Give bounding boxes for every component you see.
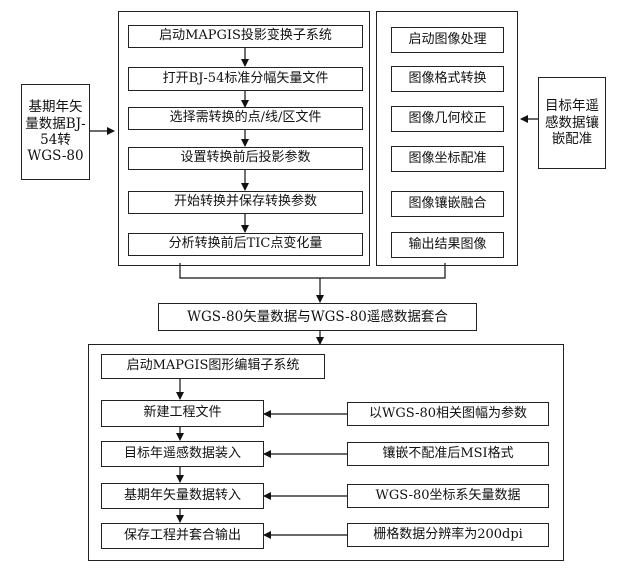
bottom-step-1: 启动MAPGIS图形编辑子系统	[101, 354, 325, 379]
bottom-step-5: 保存工程并套合输出	[101, 523, 264, 549]
right-process-frame	[376, 11, 518, 266]
bottom-step-3: 目标年遥感数据装入	[101, 441, 264, 467]
bottom-param-2: 镶嵌不配准后MSI格式	[347, 442, 549, 466]
bottom-param-1: 以WGS-80相关图幅为参数	[347, 402, 549, 426]
right-step-2: 图像格式转换	[391, 66, 504, 92]
left-step-4: 设置转换前后投影参数	[128, 147, 363, 170]
right-step-4: 图像坐标配准	[391, 146, 504, 172]
left-input-box: 基期年矢量数据BJ-54转WGS-80	[21, 84, 90, 180]
bottom-step-2: 新建工程文件	[101, 400, 264, 427]
bottom-param-4: 栅格数据分辨率为200dpi	[347, 523, 549, 547]
bottom-param-3: WGS-80坐标系矢量数据	[347, 484, 549, 508]
merge-result-box: WGS-80矢量数据与WGS-80遥感数据套合	[158, 303, 477, 331]
left-process-frame	[118, 11, 370, 266]
left-step-5: 开始转换并保存转换参数	[128, 191, 363, 214]
bottom-step-4: 基期年矢量数据转入	[101, 483, 264, 509]
left-step-3: 选择需转换的点/线/区文件	[128, 107, 363, 130]
right-step-3: 图像几何校正	[391, 106, 504, 132]
right-input-box: 目标年遥感数据镶嵌配准	[538, 77, 606, 169]
right-step-6: 输出结果图像	[391, 232, 504, 258]
left-step-1: 启动MAPGIS投影变换子系统	[128, 25, 363, 48]
right-step-5: 图像镶嵌融合	[391, 191, 504, 217]
right-step-1: 启动图像处理	[391, 27, 504, 53]
left-step-6: 分析转换前后TIC点变化量	[128, 233, 363, 256]
merge-line	[179, 263, 446, 279]
bottom-process-frame	[88, 344, 564, 561]
left-step-2: 打开BJ-54标准分幅矢量文件	[128, 67, 363, 91]
